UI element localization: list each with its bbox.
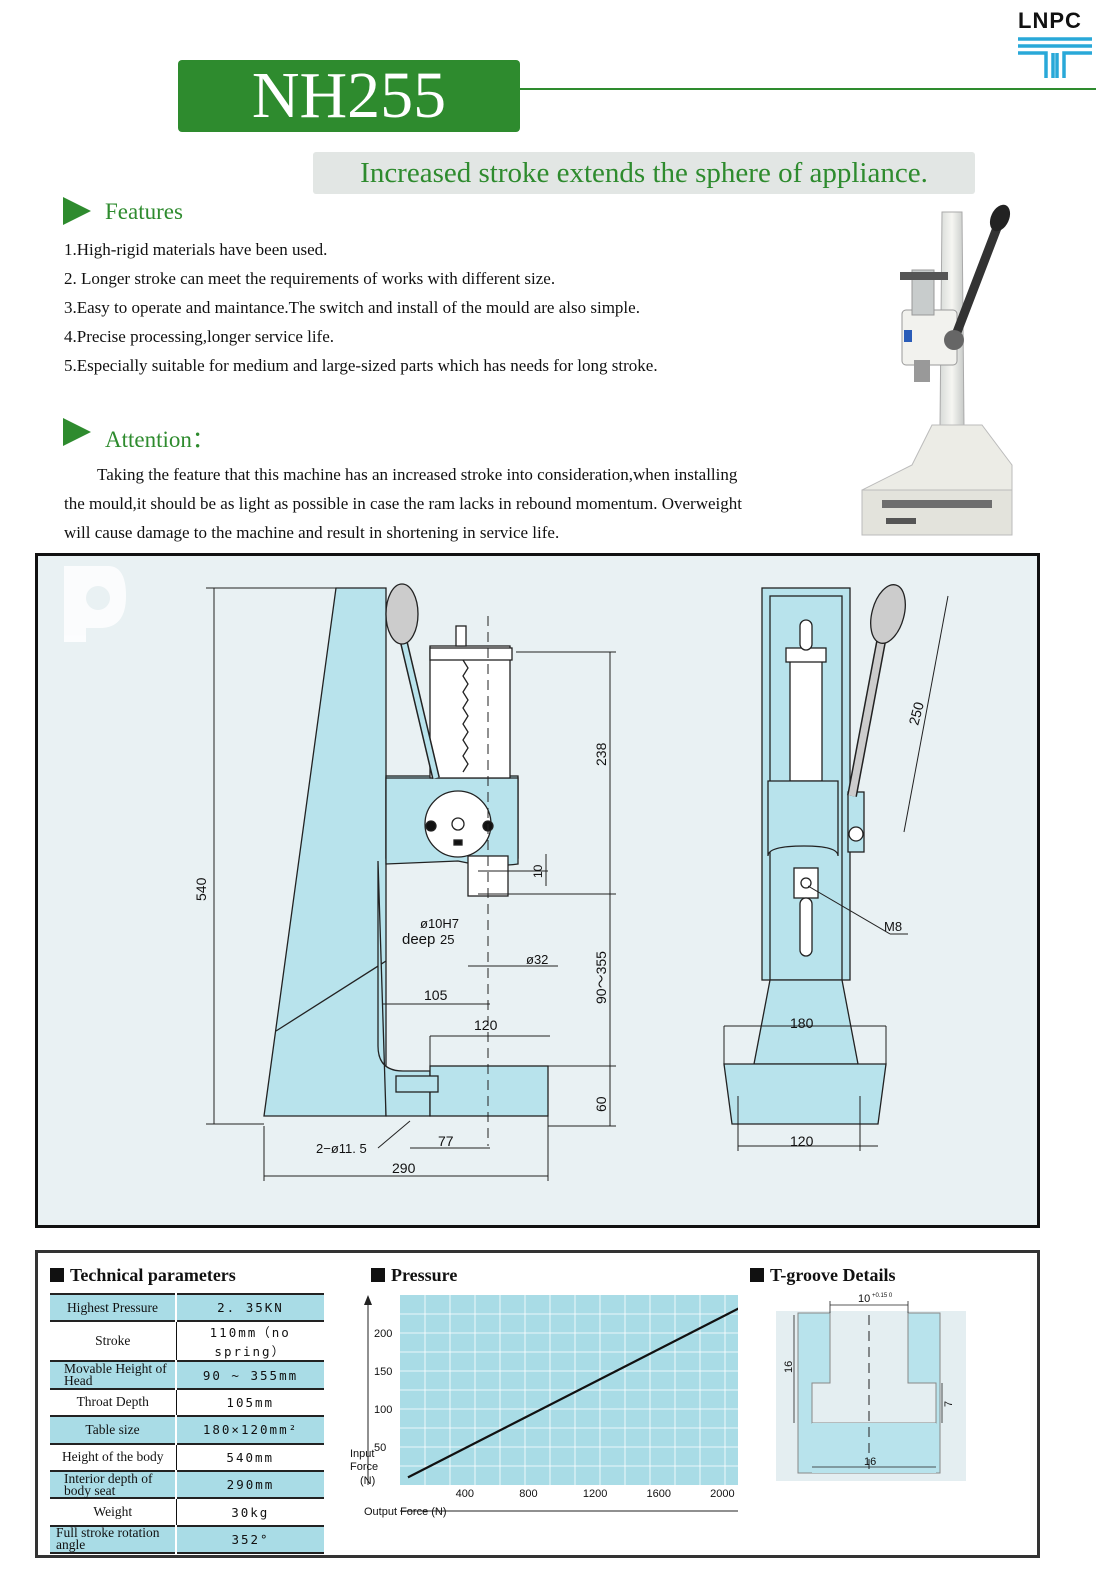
y-tick-label: 150 (374, 1366, 392, 1378)
y-tick-label: 100 (374, 1404, 392, 1416)
x-tick-label: 1600 (647, 1488, 671, 1500)
dim-2-11-5: 2−ø11. 5 (316, 1141, 367, 1156)
dim-25: 25 (440, 932, 454, 947)
x-label: Output Force (N) (364, 1506, 447, 1518)
logo-mark-icon (1018, 37, 1092, 78)
front-view-dimensions: 250 M8 180 120 (790, 700, 927, 1149)
dim-60: 60 (593, 1096, 609, 1112)
tech-heading: Technical parameters (50, 1265, 236, 1286)
y-label-force: Force (350, 1461, 378, 1473)
tgroove-neck: 7 (943, 1401, 955, 1407)
dim-90-355: 90～355 (593, 951, 609, 1004)
dim-120: 120 (474, 1017, 498, 1033)
tagline-box: Increased stroke extends the sphere of a… (313, 152, 975, 194)
attention-line: will cause damage to the machine and res… (64, 523, 560, 542)
dim-deep: deep (402, 931, 435, 948)
attention-arrow-icon (63, 418, 91, 446)
tgroove-diagram: 10 +0.15 0 16 7 16 (776, 1293, 966, 1481)
brand-logo: LNPC (1014, 6, 1094, 78)
dim-120b: 120 (790, 1133, 814, 1149)
attention-line: Taking the feature that this machine has… (97, 465, 738, 484)
technical-drawing: 540 238 10 ø10H7 deep 25 ø32 105 120 90～… (64, 566, 949, 1181)
dim-32: ø32 (526, 952, 548, 967)
attention-text: Taking the feature that this machine has… (64, 460, 824, 547)
tagline: Increased stroke extends the sphere of a… (360, 157, 928, 189)
product-photo (861, 204, 1013, 536)
feature-item: 2. Longer stroke can meet the requiremen… (64, 269, 556, 288)
y-label-unit: (N) (360, 1475, 375, 1487)
square-bullet-icon (371, 1268, 385, 1282)
y-label-input: Input (350, 1448, 374, 1460)
dim-290: 290 (392, 1160, 416, 1176)
dim-77: 77 (438, 1133, 454, 1149)
dim-250: 250 (905, 700, 927, 727)
x-tick-label: 800 (519, 1488, 537, 1500)
tgroove-bottom-width: 16 (864, 1456, 876, 1468)
chart-grid (400, 1295, 738, 1485)
attention-heading: Attention： (105, 427, 215, 452)
attention-line: the mould,it should be as light as possi… (64, 494, 742, 513)
pressure-heading: Pressure (371, 1265, 457, 1286)
side-view-dimensions: 540 238 10 ø10H7 deep 25 ø32 105 120 90～… (193, 742, 609, 1176)
feature-item: 1.High-rigid materials have been used. (64, 240, 328, 259)
logo-text: LNPC (1018, 8, 1082, 33)
dim-105: 105 (424, 987, 448, 1003)
x-tick-label: 1200 (583, 1488, 607, 1500)
tgroove-depth: 16 (783, 1361, 795, 1373)
dim-10h7: ø10H7 (420, 916, 459, 931)
x-tick-label: 400 (456, 1488, 474, 1500)
watermark-logo-icon (64, 566, 126, 642)
y-tick-label: 200 (374, 1328, 392, 1340)
dim-540: 540 (193, 877, 209, 901)
dim-m8: M8 (884, 919, 902, 934)
tgroove-top-width: 10 (858, 1293, 870, 1305)
feature-item: 4.Precise processing,longer service life… (64, 327, 335, 346)
pressure-chart: 400 800 1200 1600 2000 50 100 150 200 Input Forc… (350, 1295, 738, 1518)
y-tick-label: 50 (374, 1442, 386, 1454)
feature-item: 3.Easy to operate and maintance.The swit… (64, 298, 640, 317)
y-axis-arrow-icon (364, 1295, 372, 1305)
features-heading: Features (105, 199, 183, 224)
title-rule (520, 88, 1096, 90)
tgroove-tolerance: +0.15 0 (872, 1293, 893, 1299)
features-list: 1.High-rigid materials have been used. 2… (64, 235, 824, 380)
series-line (407, 1307, 738, 1479)
square-bullet-icon (750, 1268, 764, 1282)
x-tick-label: 2000 (710, 1488, 734, 1500)
features-arrow-icon (63, 197, 91, 225)
feature-item: 5.Especially suitable for medium and lar… (64, 356, 658, 375)
dim-10: 10 (531, 864, 545, 878)
dim-238: 238 (593, 742, 609, 766)
tgroove-heading: T-groove Details (750, 1265, 896, 1286)
model-title-box: NH255 (178, 60, 520, 132)
technical-drawing-panel: 540 238 10 ø10H7 deep 25 ø32 105 120 90～… (35, 553, 1040, 1228)
model-title: NH255 (251, 59, 447, 132)
square-bullet-icon (50, 1268, 64, 1282)
dim-180: 180 (790, 1015, 814, 1031)
